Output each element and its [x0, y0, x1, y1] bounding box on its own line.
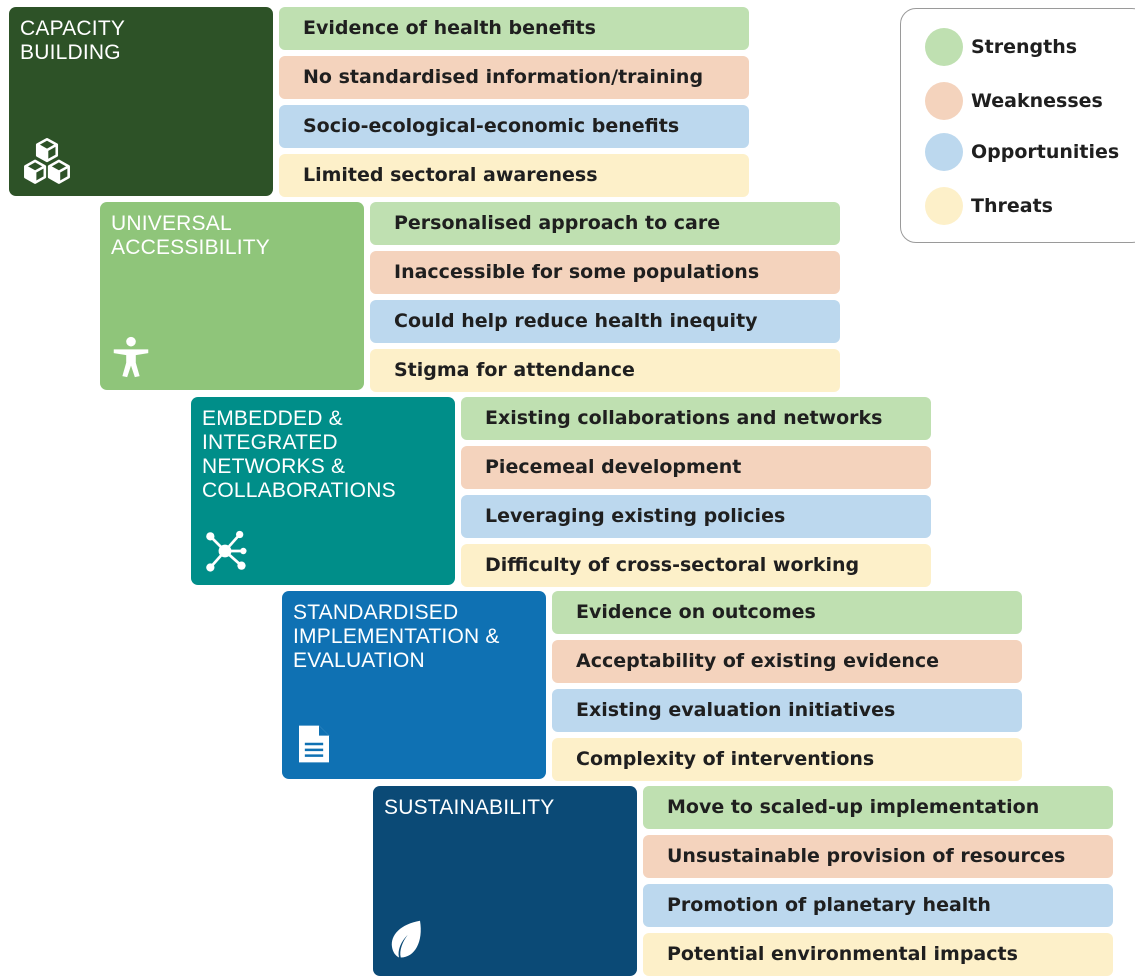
accessibility-icon	[113, 336, 149, 378]
legend-label: Opportunities	[971, 141, 1120, 163]
swot-weakness: Unsustainable provision of resources	[643, 835, 1113, 878]
swot-weakness: No standardised information/training	[279, 56, 749, 99]
theme-capacity-building: CAPACITY BUILDING	[9, 7, 273, 196]
swot-threat: Stigma for attendance	[370, 349, 840, 392]
swot-opportunity: Promotion of planetary health	[643, 884, 1113, 927]
legend-label: Strengths	[971, 36, 1078, 58]
swot-weakness: Piecemeal development	[461, 446, 931, 489]
swot-strength: Evidence on outcomes	[552, 591, 1022, 634]
swot-weakness: Acceptability of existing evidence	[552, 640, 1022, 683]
legend-swatch-threats	[925, 187, 963, 225]
theme-title: EMBEDDED & INTEGRATED NETWORKS & COLLABO…	[202, 407, 396, 502]
legend-label: Weaknesses	[971, 90, 1103, 112]
legend-item-strengths: Strengths	[925, 27, 1077, 67]
legend-swatch-opportunities	[925, 133, 963, 171]
swot-threat: Complexity of interventions	[552, 738, 1022, 781]
swot-threat: Limited sectoral awareness	[279, 154, 749, 197]
leaf-icon	[391, 920, 421, 958]
swot-opportunity: Existing evaluation initiatives	[552, 689, 1022, 732]
swot-threat: Difficulty of cross-sectoral working	[461, 544, 931, 587]
legend: Strengths Weaknesses Opportunities Threa…	[900, 8, 1135, 243]
legend-swatch-strengths	[925, 28, 963, 66]
theme-universal-accessibility: UNIVERSAL ACCESSIBILITY	[100, 202, 364, 390]
swot-opportunity: Socio-ecological-economic benefits	[279, 105, 749, 148]
swot-strength: Existing collaborations and networks	[461, 397, 931, 440]
swot-opportunity: Leveraging existing policies	[461, 495, 931, 538]
theme-networks-collaborations: EMBEDDED & INTEGRATED NETWORKS & COLLABO…	[191, 397, 455, 585]
network-icon	[206, 530, 247, 572]
swot-threat: Potential environmental impacts	[643, 933, 1113, 976]
legend-item-opportunities: Opportunities	[925, 132, 1119, 172]
swot-strength: Personalised approach to care	[370, 202, 840, 245]
swot-strength: Move to scaled-up implementation	[643, 786, 1113, 829]
theme-sustainability: SUSTAINABILITY	[373, 786, 637, 976]
theme-implementation-evaluation: STANDARDISED IMPLEMENTATION & EVALUATION	[282, 591, 546, 779]
swot-opportunity: Could help reduce health inequity	[370, 300, 840, 343]
theme-title: SUSTAINABILITY	[384, 796, 555, 819]
theme-title: STANDARDISED IMPLEMENTATION & EVALUATION	[293, 601, 500, 672]
cubes-icon	[24, 137, 70, 184]
swot-strength: Evidence of health benefits	[279, 7, 749, 50]
theme-title: CAPACITY BUILDING	[20, 17, 125, 64]
legend-label: Threats	[971, 195, 1053, 217]
theme-title: UNIVERSAL ACCESSIBILITY	[111, 212, 270, 259]
swot-weakness: Inaccessible for some populations	[370, 251, 840, 294]
legend-item-threats: Threats	[925, 186, 1053, 226]
document-icon	[299, 725, 329, 763]
legend-swatch-weaknesses	[925, 82, 963, 120]
legend-item-weaknesses: Weaknesses	[925, 81, 1103, 121]
